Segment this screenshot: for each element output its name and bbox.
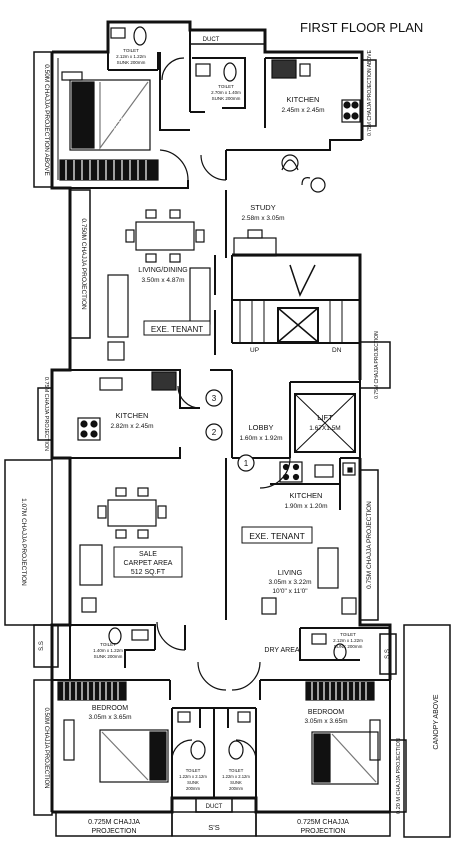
sale-carpet-area-label: CARPET AREA	[124, 560, 173, 567]
living-dining-label: LIVING/DINING	[138, 267, 187, 274]
door-marker-3: 3	[212, 394, 217, 403]
dry-area-label: DRY AREA	[264, 647, 299, 654]
kitchen-top-label: KITCHEN	[287, 95, 320, 104]
interior-walls	[52, 50, 391, 798]
projection-bottom-right-1: 0.725M CHAJJA	[297, 819, 349, 826]
exe-tenant-right-label: EXE. TENANT	[249, 531, 305, 541]
kitchen-top-dim: 2.45m x 2.45m	[282, 107, 325, 114]
bedroom-bottom-right-dim: 3.05m x 3.65m	[305, 718, 348, 725]
chajja-075-lift-label: 0.75M CHAJJA PROJECTION	[374, 331, 380, 399]
living-right-dim: 3.05m x 3.22m	[269, 579, 312, 586]
labels: FIRST FLOOR PLAN DUCT TOILET 2.12m x 1.2…	[20, 20, 440, 835]
toilet-small-2-sunk: SUNK	[230, 780, 242, 785]
toilet-bottom-right-label: TOILET	[340, 632, 356, 637]
lift-label: LIFT	[317, 413, 333, 422]
toilet-small-1-depth: 200mm	[186, 786, 200, 791]
stair-dn-label: DN	[332, 347, 342, 354]
chajja-0750-label: 0.750M CHAJJA PROJECTION	[80, 218, 87, 310]
chajja-107-label: 1.07M CHAJJA PROJECTION	[20, 498, 27, 586]
kitchen-right-label: KITCHEN	[290, 491, 323, 500]
study-dim: 2.58m x 3.05m	[242, 215, 285, 222]
chajja-075-right-label: 0.75M CHAJJA PROJECTION	[366, 501, 373, 589]
ss-bottom-label: S'S	[208, 823, 219, 832]
ss-right-label: S.S	[385, 649, 391, 659]
duct-top-label: DUCT	[203, 37, 220, 43]
exe-tenant-left-label: EXE. TENANT	[151, 325, 203, 334]
living-right-label: LIVING	[278, 568, 303, 577]
sale-area-value: 512 SQ.FT	[131, 569, 166, 576]
ss-left-label: S.S	[39, 641, 45, 651]
toilet-bottom-right-sunk: SUNK 200mm	[334, 644, 363, 649]
toilet-top-left-dim: 2.12m x 1.22m	[116, 54, 146, 59]
toilet-top-mid-dim: 2.70m x 1.40m	[211, 90, 241, 95]
toilet-top-left-sunk: SUNK 200mm	[117, 60, 146, 65]
chajja-075-left-label: 0.75M CHAJJA PROJECTION	[43, 377, 49, 451]
lobby-label: LOBBY	[248, 423, 273, 432]
door-marker-1-icon	[237, 454, 255, 472]
kitchen-left-label: KITCHEN	[116, 411, 149, 420]
toilet-small-2-depth: 200mm	[229, 786, 243, 791]
chajja-050-top-label: 0.50M CHAJJA PROJECTION ABOVE	[43, 64, 50, 176]
toilet-top-mid-sunk: SUNK 200mm	[212, 96, 241, 101]
toilet-small-1-dim: 1.22m x 2.12m	[179, 774, 207, 779]
chajja-050-bottom-label: 0.50M CHAJJA PROJECTION	[43, 707, 49, 788]
bedroom-bottom-left-label: BEDROOM	[92, 705, 128, 712]
toilet-top-mid-label: TOILET	[218, 84, 234, 89]
plan-title: FIRST FLOOR PLAN	[300, 20, 423, 35]
toilet-small-2-dim: 1.22m x 2.12m	[222, 774, 250, 779]
toilet-small-2-label: TOILET	[229, 768, 244, 773]
toilet-small-1-label: TOILET	[186, 768, 201, 773]
lift-dim: 1.67X1.5M	[309, 425, 340, 432]
living-right-dim-imperial: 10'0" x 11'0"	[272, 588, 308, 595]
living-dining-dim: 3.50m x 4.87m	[142, 277, 185, 284]
stair-up-label: UP	[250, 347, 259, 354]
door-marker-3-icon	[205, 389, 223, 407]
door-markers	[205, 389, 255, 472]
bedroom-top-dim: 3.60m x 3.05m	[105, 125, 148, 132]
chajja-075-kitchen-label: 0.75M CHAJJA PROJECTION ABOVE	[367, 49, 373, 136]
toilet-small-1-sunk: SUNK	[187, 780, 199, 785]
projection-bottom-left-1: 0.725M CHAJJA	[88, 819, 140, 826]
kitchen-right-dim: 1.90m x 1.20m	[285, 503, 328, 510]
bedroom-bottom-right-label: BEDROOM	[308, 709, 344, 716]
projections	[4, 29, 451, 838]
toilet-bottom-left-label: TOILET	[100, 642, 116, 647]
door-marker-2-icon	[205, 423, 223, 441]
projection-bottom-left-2: PROJECTION	[91, 828, 136, 835]
sale-label: SALE	[139, 551, 157, 558]
door-marker-1: 1	[244, 459, 249, 468]
toilet-bottom-right-dim: 2.12m x 1.22m	[333, 638, 363, 643]
projection-bottom-right-2: PROJECTION	[300, 828, 345, 835]
toilet-top-left-label: TOILET	[123, 48, 139, 53]
toilet-bottom-left-dim: 1.40m x 1.22m	[93, 648, 123, 653]
furniture	[57, 26, 381, 785]
canopy-label: CANOPY ABOVE	[433, 694, 440, 749]
study-label: STUDY	[250, 203, 275, 212]
door-marker-2: 2	[212, 428, 217, 437]
chajja-020-right-label: 0.20 M CHAJJA PROJECTION	[396, 738, 402, 814]
lobby-dim: 1.60m x 1.92m	[240, 435, 283, 442]
kitchen-left-dim: 2.82m x 2.45m	[111, 423, 154, 430]
stair-lift	[239, 264, 356, 453]
toilet-bottom-left-sunk: SUNK 200mm	[94, 654, 123, 659]
duct-bottom-label: DUCT	[206, 804, 223, 810]
bedroom-bottom-left-dim: 3.05m x 3.65m	[89, 714, 132, 721]
bedroom-top-label: BEDROOM	[108, 117, 144, 124]
